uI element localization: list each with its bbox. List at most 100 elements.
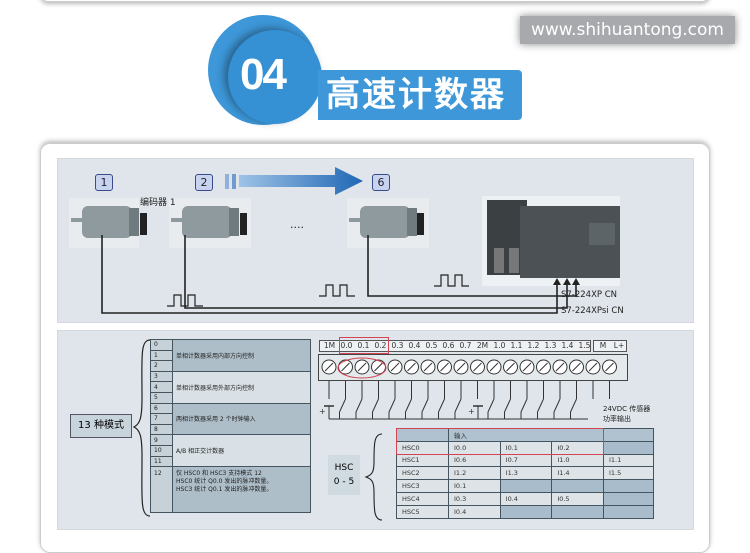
terminal-label: 1M [323,341,336,350]
mode-num: 0 [150,339,173,351]
mode-group: 两相计数器采用 2 个时钟输入 [172,402,311,436]
terminal-label: 0.6 [442,341,455,350]
hsc-input-cell: I0.5 [551,491,604,506]
mode-num: 7 [150,413,173,425]
mode12-line: HSC3 统计 Q0.1 发出的脉冲数量。 [176,486,273,494]
motor-icon [169,198,251,248]
terminal-label: 0.7 [459,341,472,350]
mode-num: 4 [150,381,173,393]
mode-num: 10 [150,444,173,457]
mode-num: 2 [150,360,173,372]
hsc-name: HSC2 [396,466,449,481]
mode-num: 1 [150,349,173,362]
hsc-input-cell [499,504,553,519]
arrow-icon [225,167,363,195]
encoder-diagram-graphics [69,167,620,314]
highlight-box [339,337,389,354]
mode-num: 3 [150,370,173,383]
hsc-input-cell [603,504,654,519]
hsc-input-cell: I1.2 [448,466,501,481]
inputs-header: 输入 [448,428,604,442]
hsc-input-cell [603,491,654,506]
hsc-input-cell: I0.1 [448,479,501,493]
badge-6: 6 [372,174,390,191]
modes-label: 13 种模式 [70,414,132,438]
mode-12-desc: 仅 HSC0 和 HSC3 支持模式 12 HSC0 统计 Q0.0 发出的脉冲… [172,466,311,514]
hsc-input-cell: I0.3 [448,491,501,506]
ellipsis: .... [290,218,304,231]
top-card-edge [40,0,710,2]
header-circle [228,30,322,124]
mode12-line: HSC0 统计 Q0.0 发出的脉冲数量。 [176,478,273,486]
watermark-url: www.shihuantong.com [520,16,735,44]
hsc-input-cell: I1.1 [603,453,654,468]
svg-text:+: + [468,407,475,416]
hsc-input-cell [499,479,553,493]
hsc-input-cell: I0.7 [499,453,553,468]
badge-2: 2 [195,174,213,191]
badge-1: 1 [95,174,113,191]
hsc-input-cell [603,440,654,455]
terminal-label: 2M [476,341,489,350]
brace-icon [364,433,383,521]
mode12-line: 仅 HSC0 和 HSC3 支持模式 12 [176,470,262,478]
hsc-input-cell [603,479,654,493]
terminal-label: 1.2 [527,341,540,350]
hsc-input-cell: I0.1 [499,440,553,455]
hsc-name: HSC1 [396,453,449,468]
hsc-name: HSC5 [396,504,449,519]
hsc-input-cell: I0.2 [551,440,604,455]
hsc-input-cell: I0.4 [448,504,501,519]
terminal-label-power: L+ [613,341,625,350]
mode-num: 5 [150,391,173,404]
terminal-label: 1.1 [510,341,523,350]
terminal-label-strip [319,340,591,352]
hsc-name: HSC4 [396,491,449,506]
terminal-label: 0.5 [425,341,438,350]
mode-group: 单相计数器采用内部方向控制 [172,339,311,372]
mode-num: 11 [150,455,173,468]
hsc-input-cell [551,504,604,519]
plc-model-2: S7-224XPsi CN [561,306,624,316]
hsc-input-cell: I0.0 [448,440,501,455]
hsc-name: HSC3 [396,479,449,493]
header-cell [396,428,449,442]
hsc-input-cell [551,479,604,493]
terminal-label: 1.3 [544,341,557,350]
terminal-label: 0.0 [340,341,353,350]
motor-icon [347,198,429,248]
section-title: 高速计数器 [318,70,522,120]
terminal-label: 1.4 [561,341,574,350]
mode-group: 单相计数器采用外部方向控制 [172,370,311,404]
terminal-label: 0.4 [408,341,421,350]
terminal-label: 0.1 [357,341,370,350]
plc-model-1: S7-224XP CN [561,290,618,300]
hsc-input-cell: I1.5 [603,466,654,481]
hsc-input-cell: I1.0 [551,453,604,468]
mode-num: 12 [150,466,173,514]
motor-icon [69,198,147,248]
brace-icon [132,339,151,517]
hsc-input-cell: I1.4 [551,466,604,481]
terminal-label: 0.3 [391,341,404,350]
pulse-icon [167,274,469,307]
hsc-label-line: 0 - 5 [333,477,355,487]
mode-num: 6 [150,402,173,415]
terminal-label-strip-power [593,340,627,352]
highlight-ellipse [337,357,387,379]
mode-group: A/B 相正交计数器 [172,434,311,468]
terminal-label-power: M [599,341,607,350]
svg-text:+: + [319,407,326,416]
terminal-label: 0.2 [374,341,387,350]
header-cell [603,428,654,442]
